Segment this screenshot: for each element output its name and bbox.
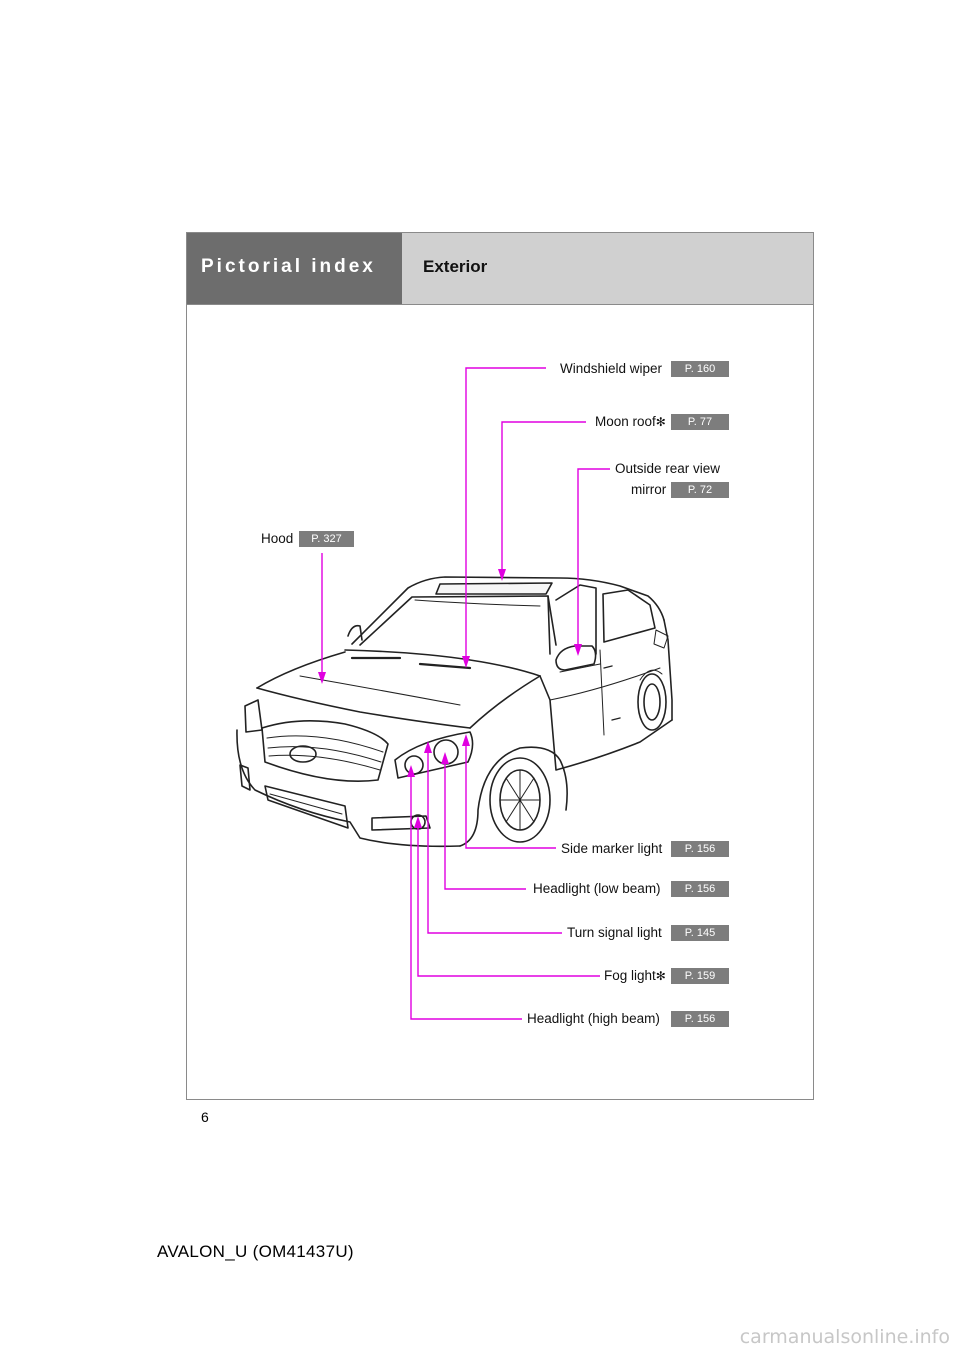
subsection-title: Exterior <box>423 257 488 276</box>
footnote-asterisk-icon: ✻ <box>655 969 666 983</box>
callout-headlight-high-page[interactable]: P. 156 <box>671 1011 729 1027</box>
callout-headlight-low-page[interactable]: P. 156 <box>671 881 729 897</box>
leader-fog-light <box>417 820 600 977</box>
callout-outside-mirror-page[interactable]: P. 72 <box>671 482 729 498</box>
leader-headlight-high <box>410 769 522 1020</box>
fog-light-text: Fog light <box>604 968 656 983</box>
section-title: Pictorial index <box>201 256 376 277</box>
leader-moon-roof <box>501 421 586 577</box>
leader-lines <box>321 367 610 1020</box>
callout-headlight-low-label: Headlight (low beam) <box>533 881 661 896</box>
callout-side-marker-page[interactable]: P. 156 <box>671 841 729 857</box>
sedan-line-drawing <box>236 576 673 848</box>
callout-turn-signal-label: Turn signal light <box>567 925 662 940</box>
page-frame <box>186 232 814 1100</box>
callout-fog-light-label: Fog light✻ <box>604 968 666 984</box>
footnote-asterisk-icon: ✻ <box>655 415 666 429</box>
header-divider <box>187 304 813 305</box>
leader-windshield-wiper <box>465 367 546 664</box>
watermark-logo: carmanualsonline.info <box>739 1326 950 1348</box>
leader-headlight-low <box>444 756 526 890</box>
document-id: AVALON_U (OM41437U) <box>157 1242 354 1261</box>
section-header-light <box>402 233 813 305</box>
callout-windshield-wiper-label: Windshield wiper <box>560 361 663 376</box>
callout-outside-mirror-label-line2: mirror <box>631 482 667 497</box>
callout-headlight-high-label: Headlight (high beam) <box>527 1011 660 1026</box>
callout-moon-roof-page[interactable]: P. 77 <box>671 414 729 430</box>
leader-outside-mirror <box>577 468 610 652</box>
callout-side-marker-label: Side marker light <box>561 841 663 856</box>
leader-turn-signal <box>427 745 562 934</box>
callout-hood-label: Hood <box>261 531 294 546</box>
callout-windshield-wiper-page[interactable]: P. 160 <box>671 361 729 377</box>
moon-roof-text: Moon roof <box>595 414 656 429</box>
callout-outside-mirror-label-line1: Outside rear view <box>615 461 721 476</box>
callout-moon-roof-label: Moon roof✻ <box>595 414 666 430</box>
leader-arrowheads <box>318 569 582 828</box>
callout-hood-page[interactable]: P. 327 <box>299 531 354 547</box>
callout-fog-light-page[interactable]: P. 159 <box>671 968 729 984</box>
page-number: 6 <box>201 1109 209 1125</box>
section-header-dark <box>187 233 402 305</box>
leader-side-marker <box>465 738 556 849</box>
callout-turn-signal-page[interactable]: P. 145 <box>671 925 729 941</box>
